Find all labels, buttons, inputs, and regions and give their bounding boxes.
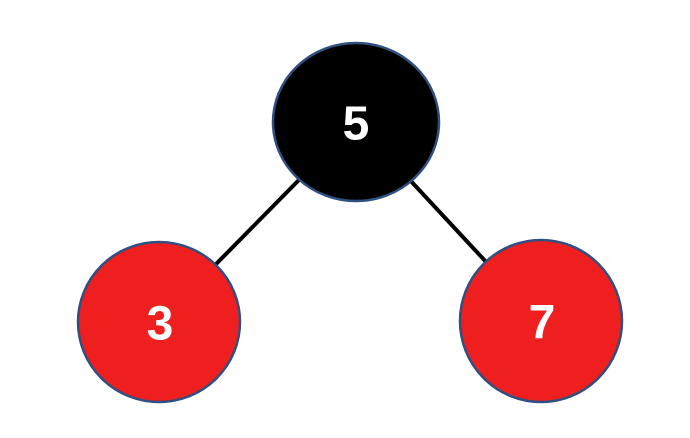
tree-node-right-child-label: 7 [529, 297, 556, 350]
tree-node-left-child-label: 3 [147, 298, 174, 351]
tree-node-root [271, 41, 441, 203]
tree-node-left-child [76, 240, 242, 404]
tree-node-root-label: 5 [343, 98, 370, 151]
tree-node-right-child [458, 238, 624, 404]
